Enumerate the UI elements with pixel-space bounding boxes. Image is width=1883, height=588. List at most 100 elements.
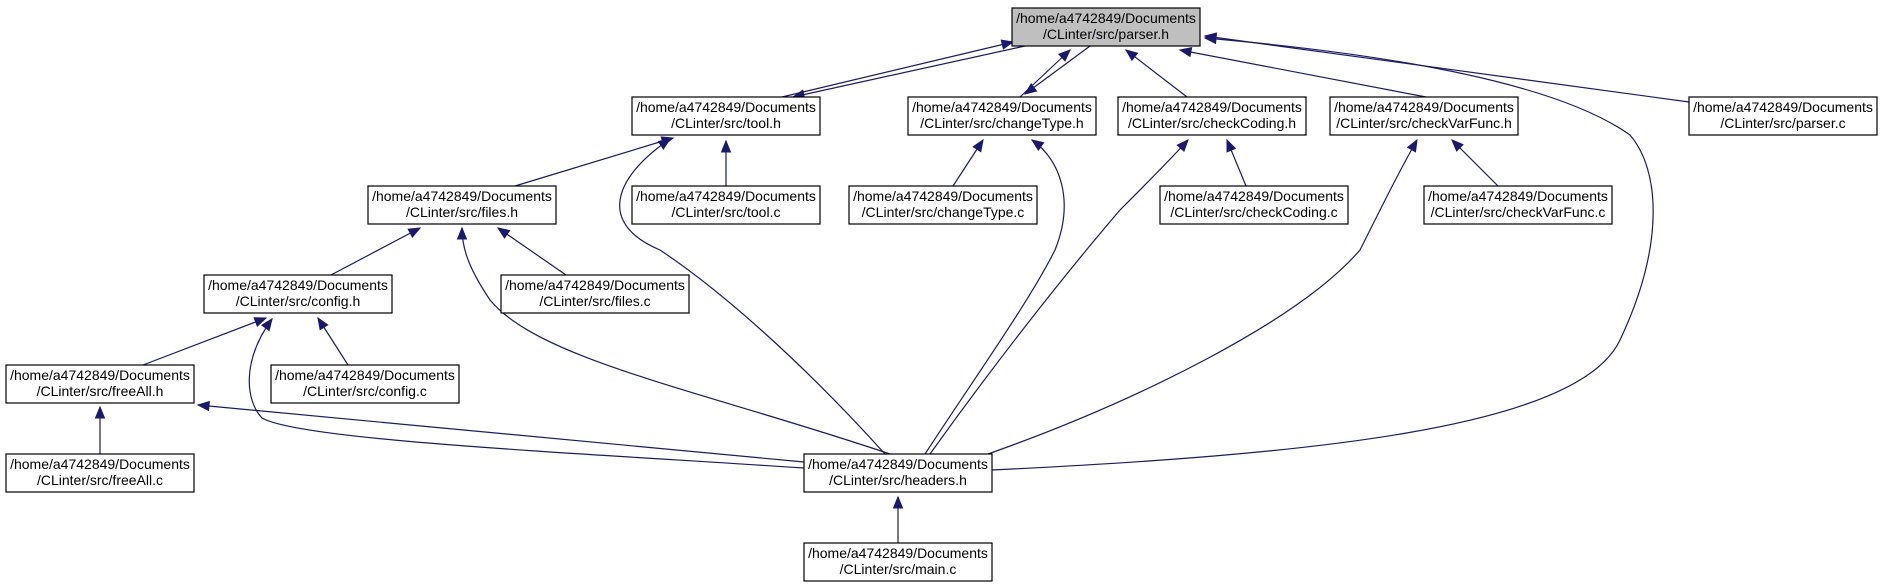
node-label-line1: /home/a4742849/Documents xyxy=(1164,188,1344,204)
node-label-line1: /home/a4742849/Documents xyxy=(372,188,552,204)
arrowhead-icon xyxy=(1226,138,1237,153)
node-box[interactable] xyxy=(367,185,557,225)
node-box[interactable] xyxy=(631,96,821,136)
node-label-line1: /home/a4742849/Documents xyxy=(1693,99,1873,115)
edge-main-c-to-headers-h xyxy=(892,495,904,543)
edge-line xyxy=(330,227,421,276)
node-label-line1: /home/a4742849/Documents xyxy=(1334,99,1514,115)
node-changeType-h[interactable]: /home/a4742849/Documents/CLinter/src/cha… xyxy=(907,96,1097,136)
node-box[interactable] xyxy=(1117,96,1307,136)
edge-freeAll-h-to-config-h xyxy=(142,317,268,366)
node-box[interactable] xyxy=(1159,185,1349,225)
node-label-line2: /CLinter/src/files.h xyxy=(406,204,518,220)
arrowhead-icon xyxy=(720,139,732,153)
edge-checkVarFunc-h-to-parser-h xyxy=(1178,47,1427,98)
node-box[interactable] xyxy=(1688,96,1878,136)
edge-tool-c-to-tool-h xyxy=(720,139,732,186)
arrowhead-icon xyxy=(1178,47,1193,58)
node-freeAll-h[interactable]: /home/a4742849/Documents/CLinter/src/fre… xyxy=(5,364,195,404)
node-config-c[interactable]: /home/a4742849/Documents/CLinter/src/con… xyxy=(270,364,460,404)
node-files-c[interactable]: /home/a4742849/Documents/CLinter/src/fil… xyxy=(500,274,690,314)
node-box[interactable] xyxy=(5,364,195,404)
node-box[interactable] xyxy=(1423,185,1613,225)
edge-line xyxy=(1024,45,1091,95)
node-label-line2: /CLinter/src/freeAll.h xyxy=(37,383,164,399)
edge-parser-c-to-parser-h xyxy=(1203,32,1690,103)
node-label-line2: /CLinter/src/freeAll.c xyxy=(37,472,163,488)
node-config-h[interactable]: /home/a4742849/Documents/CLinter/src/con… xyxy=(203,274,393,314)
edge-headers-h-to-config-h xyxy=(248,317,805,469)
node-box[interactable] xyxy=(803,542,993,582)
node-label-line2: /CLinter/src/tool.c xyxy=(672,204,781,220)
edge-config-c-to-config-h xyxy=(317,316,349,366)
node-box[interactable] xyxy=(203,274,393,314)
node-box[interactable] xyxy=(5,453,195,493)
edge-files-c-to-files-h xyxy=(496,227,567,276)
arrowhead-icon xyxy=(1030,139,1045,151)
node-box[interactable] xyxy=(500,274,690,314)
arrowhead-icon xyxy=(1203,33,1217,45)
edge-files-h-to-tool-h xyxy=(514,136,675,187)
node-label-line2: /CLinter/src/checkCoding.c xyxy=(1170,204,1337,220)
edge-headers-h-to-tool-h xyxy=(619,138,886,455)
edge-headers-h-to-changeType-h xyxy=(924,139,1065,455)
edge-tool-h-to-parser-h xyxy=(781,39,1015,98)
node-box[interactable] xyxy=(270,364,460,404)
node-label-line1: /home/a4742849/Documents xyxy=(912,99,1092,115)
arrowhead-icon xyxy=(1000,39,1015,50)
node-box[interactable] xyxy=(803,453,993,493)
node-box[interactable] xyxy=(631,185,821,225)
node-main-c[interactable]: /home/a4742849/Documents/CLinter/src/mai… xyxy=(803,542,993,582)
node-label-line2: /CLinter/src/main.c xyxy=(840,561,957,577)
node-changeType-c[interactable]: /home/a4742849/Documents/CLinter/src/cha… xyxy=(848,185,1038,225)
node-label-line2: /CLinter/src/files.c xyxy=(539,293,650,309)
node-tool-h[interactable]: /home/a4742849/Documents/CLinter/src/too… xyxy=(631,96,821,136)
edge-checkCoding-c-to-checkCoding-h xyxy=(1226,138,1247,187)
edge-checkCoding-h-to-parser-h xyxy=(1124,49,1188,98)
arrowhead-icon xyxy=(260,317,273,332)
arrowhead-icon xyxy=(1023,82,1038,95)
node-freeAll-c[interactable]: /home/a4742849/Documents/CLinter/src/fre… xyxy=(5,453,195,493)
edge-line xyxy=(987,139,1418,455)
edge-line xyxy=(781,41,1014,98)
edge-line xyxy=(197,404,805,463)
node-box[interactable] xyxy=(848,185,1038,225)
arrowhead-icon xyxy=(892,495,904,509)
arrowhead-icon xyxy=(196,400,210,412)
node-parser-c[interactable]: /home/a4742849/Documents/CLinter/src/par… xyxy=(1688,96,1878,136)
arrowhead-icon xyxy=(407,227,422,239)
node-checkVarFunc-c[interactable]: /home/a4742849/Documents/CLinter/src/che… xyxy=(1423,185,1613,225)
arrowhead-icon xyxy=(1176,139,1189,153)
arrowhead-icon xyxy=(253,317,268,328)
edge-headers-h-to-checkCoding-h xyxy=(929,139,1189,455)
edge-line xyxy=(1179,49,1427,98)
node-checkVarFunc-h[interactable]: /home/a4742849/Documents/CLinter/src/che… xyxy=(1329,96,1519,136)
edges-layer xyxy=(94,32,1690,543)
node-headers-h[interactable]: /home/a4742849/Documents/CLinter/src/hea… xyxy=(803,453,993,493)
edge-parser-h-to-tool-h xyxy=(791,45,1026,100)
node-label-line1: /home/a4742849/Documents xyxy=(636,99,816,115)
node-label-line2: /CLinter/src/config.c xyxy=(303,383,427,399)
edge-line xyxy=(924,139,1065,455)
node-tool-c[interactable]: /home/a4742849/Documents/CLinter/src/too… xyxy=(631,185,821,225)
arrowhead-icon xyxy=(456,226,468,240)
node-checkCoding-c[interactable]: /home/a4742849/Documents/CLinter/src/che… xyxy=(1159,185,1349,225)
edge-line xyxy=(1204,35,1690,103)
node-box xyxy=(1011,7,1201,47)
node-box[interactable] xyxy=(1329,96,1519,136)
node-box[interactable] xyxy=(907,96,1097,136)
edge-freeAll-c-to-freeAll-h xyxy=(94,405,106,454)
edge-checkVarFunc-c-to-checkVarFunc-h xyxy=(1451,139,1499,187)
node-checkCoding-h[interactable]: /home/a4742849/Documents/CLinter/src/che… xyxy=(1117,96,1307,136)
edge-line xyxy=(792,45,1026,98)
edge-headers-h-to-parser-h xyxy=(991,33,1654,471)
node-label-line2: /CLinter/src/checkVarFunc.h xyxy=(1336,115,1512,131)
node-label-line1: /home/a4742849/Documents xyxy=(275,367,455,383)
node-label-line2: /CLinter/src/tool.h xyxy=(671,115,781,131)
arrowhead-icon xyxy=(317,316,329,331)
node-files-h[interactable]: /home/a4742849/Documents/CLinter/src/fil… xyxy=(367,185,557,225)
node-label-line2: /CLinter/src/changeType.c xyxy=(862,204,1025,220)
node-parser-h: /home/a4742849/Documents/CLinter/src/par… xyxy=(1011,7,1201,47)
edge-headers-h-to-checkVarFunc-h xyxy=(987,138,1418,455)
